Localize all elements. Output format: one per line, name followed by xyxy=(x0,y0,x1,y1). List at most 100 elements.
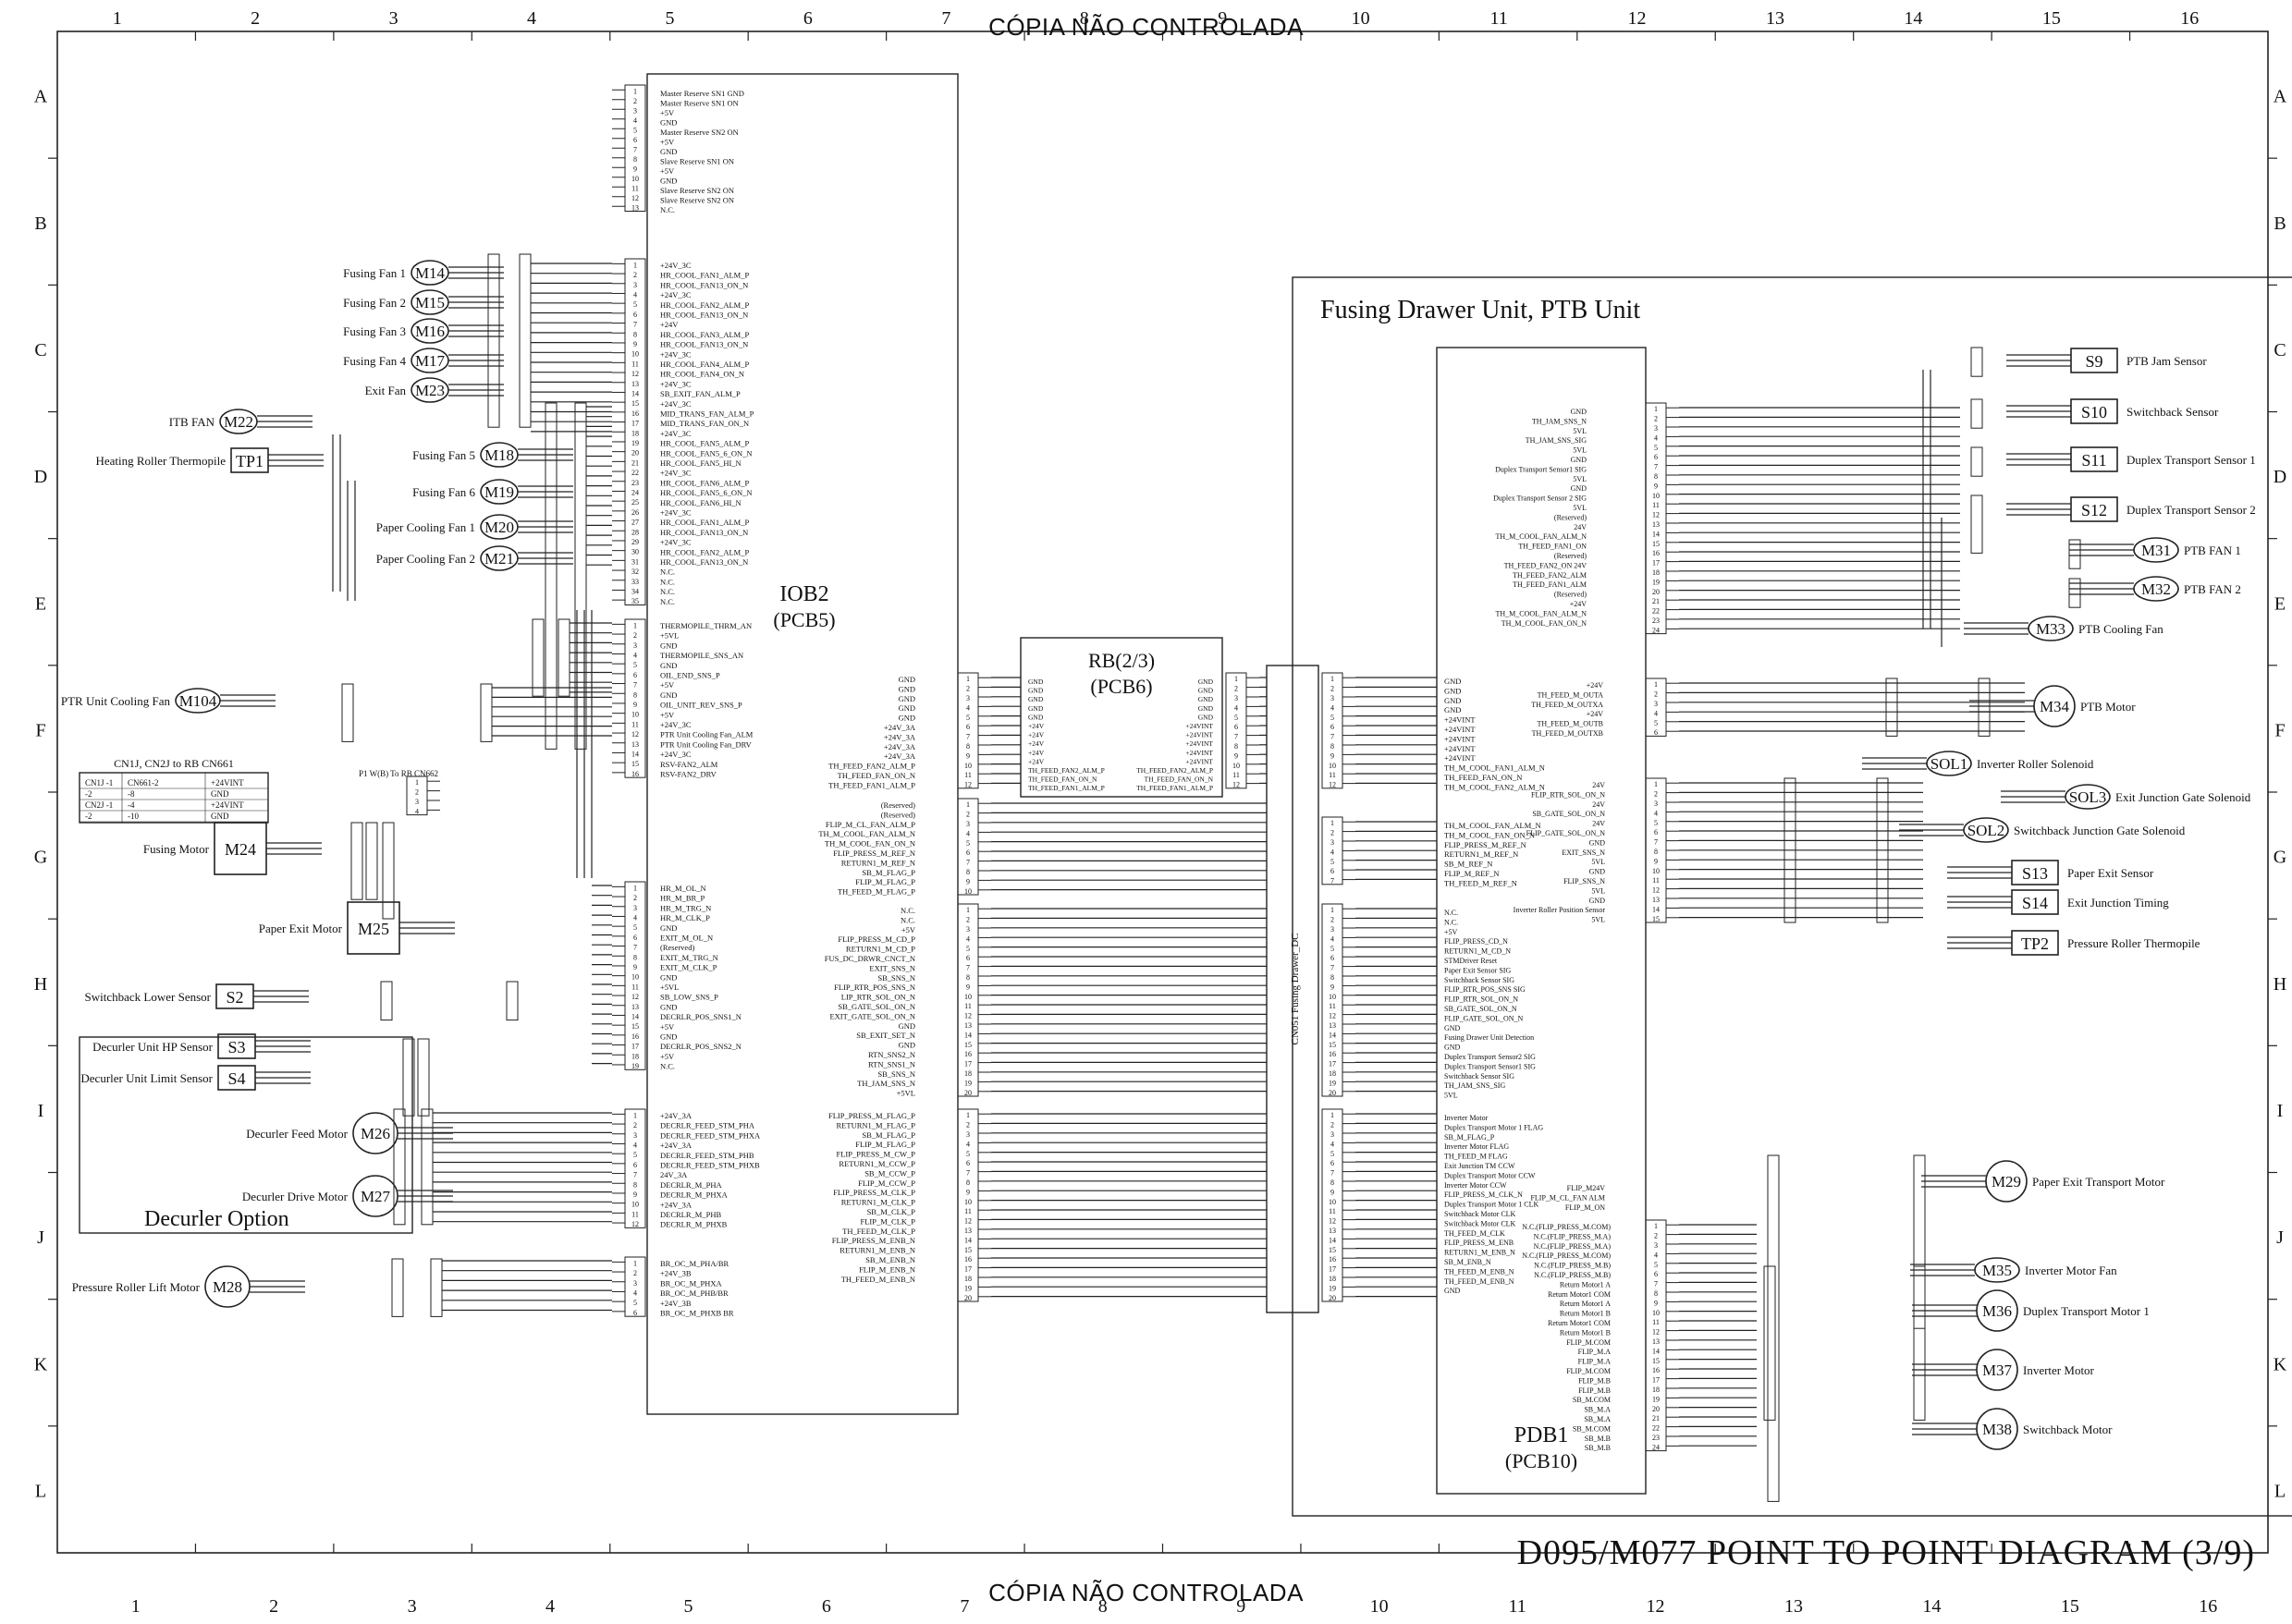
iob2-fan-signal: MID_TRANS_FAN_ALM_P xyxy=(660,409,754,419)
pdb1-top-signal: +24VINT xyxy=(1444,753,1476,763)
inline-connector xyxy=(1970,446,1983,477)
iob2-mid-signal: +5V xyxy=(660,680,675,690)
pin-number: 6 xyxy=(633,311,637,319)
pdb1-top-signal: +24VINT xyxy=(1444,715,1476,725)
sol-signal: 5VL xyxy=(1591,886,1605,895)
component-m28-id: M28 xyxy=(213,1278,242,1296)
pin-number: 9 xyxy=(966,751,970,760)
component-label-tp1: Heating Roller Thermopile xyxy=(95,454,226,468)
rb-inner-right-signal: GND xyxy=(1198,678,1214,686)
inline-connector xyxy=(1978,678,1991,737)
pdb1-sensor-signal: N.C. xyxy=(1444,918,1458,926)
pin-number: 6 xyxy=(1234,723,1238,731)
pin-number: 15 xyxy=(1652,1357,1660,1365)
iob2-motor-signal: HR_M_CLK_P xyxy=(660,913,710,922)
pin-number: 4 xyxy=(966,934,970,943)
pin-number: 13 xyxy=(631,1003,639,1011)
iob2-fan-connector-body xyxy=(624,258,646,605)
component-label-m36: Duplex Transport Motor 1 xyxy=(2023,1304,2150,1318)
pin-number: 7 xyxy=(633,944,637,952)
pin-number: 1 xyxy=(633,261,637,269)
component-s12-id: S12 xyxy=(2081,501,2107,519)
grid-col-label-top: 3 xyxy=(389,8,398,29)
sol-signal: FLIP_SNS_N xyxy=(1563,877,1605,885)
iob2-motor-signal: DECRLR_POS_SNS2_N xyxy=(660,1042,742,1051)
pin-number: 11 xyxy=(631,360,639,368)
sol-signal: FLIP_GATE_SOL_ON_N xyxy=(1526,829,1606,837)
pin-number: 10 xyxy=(964,887,972,896)
pin-number: 3 xyxy=(1330,925,1334,934)
iob2-top-signal: GND xyxy=(660,118,677,128)
pin-number: 12 xyxy=(631,993,639,1001)
iob2-fan-signal: MID_TRANS_FAN_ON_N xyxy=(660,419,749,428)
sol-signal: EXIT_SNS_N xyxy=(1562,849,1605,857)
iob2-clk-signal: TH_FEED_M_ENB_N xyxy=(841,1275,915,1284)
pdb1-top-signal: GND xyxy=(1444,686,1461,695)
iob2-rb-signal: GND xyxy=(899,714,915,723)
iob2-motor-signal: EXIT_M_OL_N xyxy=(660,934,713,943)
component-s11-id: S11 xyxy=(2081,451,2106,470)
iob2-mid-signal: GND xyxy=(660,661,677,670)
pin-number: 7 xyxy=(966,964,970,972)
pdb1-mid-signal: SB_M_REF_N xyxy=(1444,860,1492,869)
component-label-m19: Fusing Fan 6 xyxy=(412,485,475,499)
iob2-decurler-signal: DECRLR_FEED_STM_PHA xyxy=(660,1121,755,1130)
pin-number: 22 xyxy=(1652,1424,1660,1433)
pdb1-sol-connector-body xyxy=(1645,777,1667,923)
pin-number: 4 xyxy=(1330,1140,1334,1148)
bottom-signal: FLIP_M.B xyxy=(1578,1386,1611,1395)
pdb1-sensor-signal: Paper Exit Sensor SIG xyxy=(1444,966,1511,974)
pdb1-sensor-signal: +5V xyxy=(1444,928,1458,936)
pdb1-clk-signal: Duplex Transport Motor CCW xyxy=(1444,1171,1536,1179)
component-m35-id: M35 xyxy=(1982,1262,2012,1279)
pin-number: 4 xyxy=(1654,433,1658,442)
inline-connector xyxy=(402,1038,415,1117)
pin-number: 11 xyxy=(964,1207,972,1215)
pin-number: 6 xyxy=(633,1309,637,1317)
iob2-decurler-signal: DECRLR_M_PHB xyxy=(660,1210,721,1219)
pin-number: 2 xyxy=(966,916,970,924)
pin-number: 2 xyxy=(633,1269,637,1277)
pdb1-right-signal: TH_FEED_FAN1_ALM xyxy=(1513,580,1587,589)
iob2-mid-signal: OIL_END_SNS_P xyxy=(660,671,720,680)
iob2-pcb-label: (PCB5) xyxy=(773,608,835,631)
pin-number: 18 xyxy=(1329,1069,1336,1078)
pin-number: 17 xyxy=(1329,1265,1336,1274)
bottom-signal: SB_M.B xyxy=(1585,1444,1611,1452)
iob2-top-signal: GND xyxy=(660,147,677,156)
pin-number: 12 xyxy=(631,730,639,739)
flip-signal: FLIP_M24V xyxy=(1567,1184,1606,1192)
component-label-m104: PTR Unit Cooling Fan xyxy=(61,694,171,708)
component-label-sol2: Switchback Junction Gate Solenoid xyxy=(2014,824,2186,837)
iob2-fan-signal: +24V_3C xyxy=(660,379,692,388)
iob2-decurler-signal: 24V_3A xyxy=(660,1170,688,1179)
pdb1-clk-signal: Inverter Motor CCW xyxy=(1444,1181,1507,1190)
iob2-rb-signal: +24V_3A xyxy=(884,732,916,741)
pin-number: 3 xyxy=(1654,700,1658,708)
grid-row-label-left: G xyxy=(34,848,47,868)
pdb1-right-signal: TH_M_COOL_FAN_ALM_N xyxy=(1495,532,1587,541)
pin-number: 1 xyxy=(1654,405,1658,413)
pin-number: 5 xyxy=(1330,714,1334,722)
pin-number: 12 xyxy=(1652,886,1660,895)
pin-number: 7 xyxy=(633,321,637,329)
iob2-flip-signal: FLIP_M_CL_FAN_ALM_P xyxy=(826,820,915,829)
grid-col-label-top: 12 xyxy=(1628,8,1647,29)
iob2-lift-signal: BR_OC_M_PHB/BR xyxy=(660,1288,729,1298)
component-label-m14: Fusing Fan 1 xyxy=(343,266,406,280)
iob2-sensor-signal: SB_EXIT_SET_N xyxy=(856,1031,915,1040)
pin-number: 5 xyxy=(633,1299,637,1307)
inline-connector xyxy=(350,822,363,900)
pin-number: 12 xyxy=(1652,511,1660,519)
pin-number: 12 xyxy=(964,1217,972,1226)
bottom-signal: SB_M.B xyxy=(1585,1435,1611,1443)
pdb1-clk-signal: Inverter Motor FLAG xyxy=(1444,1142,1509,1151)
component-label-tp2: Pressure Roller Thermopile xyxy=(2067,936,2200,950)
grid-col-label-bottom: 9 xyxy=(1236,1596,1245,1617)
pin-number: 14 xyxy=(631,389,639,397)
pin-number: 20 xyxy=(1652,1405,1660,1413)
iob2-sensor-signal: N.C. xyxy=(901,906,915,915)
iob2-flip-connector-body xyxy=(957,798,979,896)
